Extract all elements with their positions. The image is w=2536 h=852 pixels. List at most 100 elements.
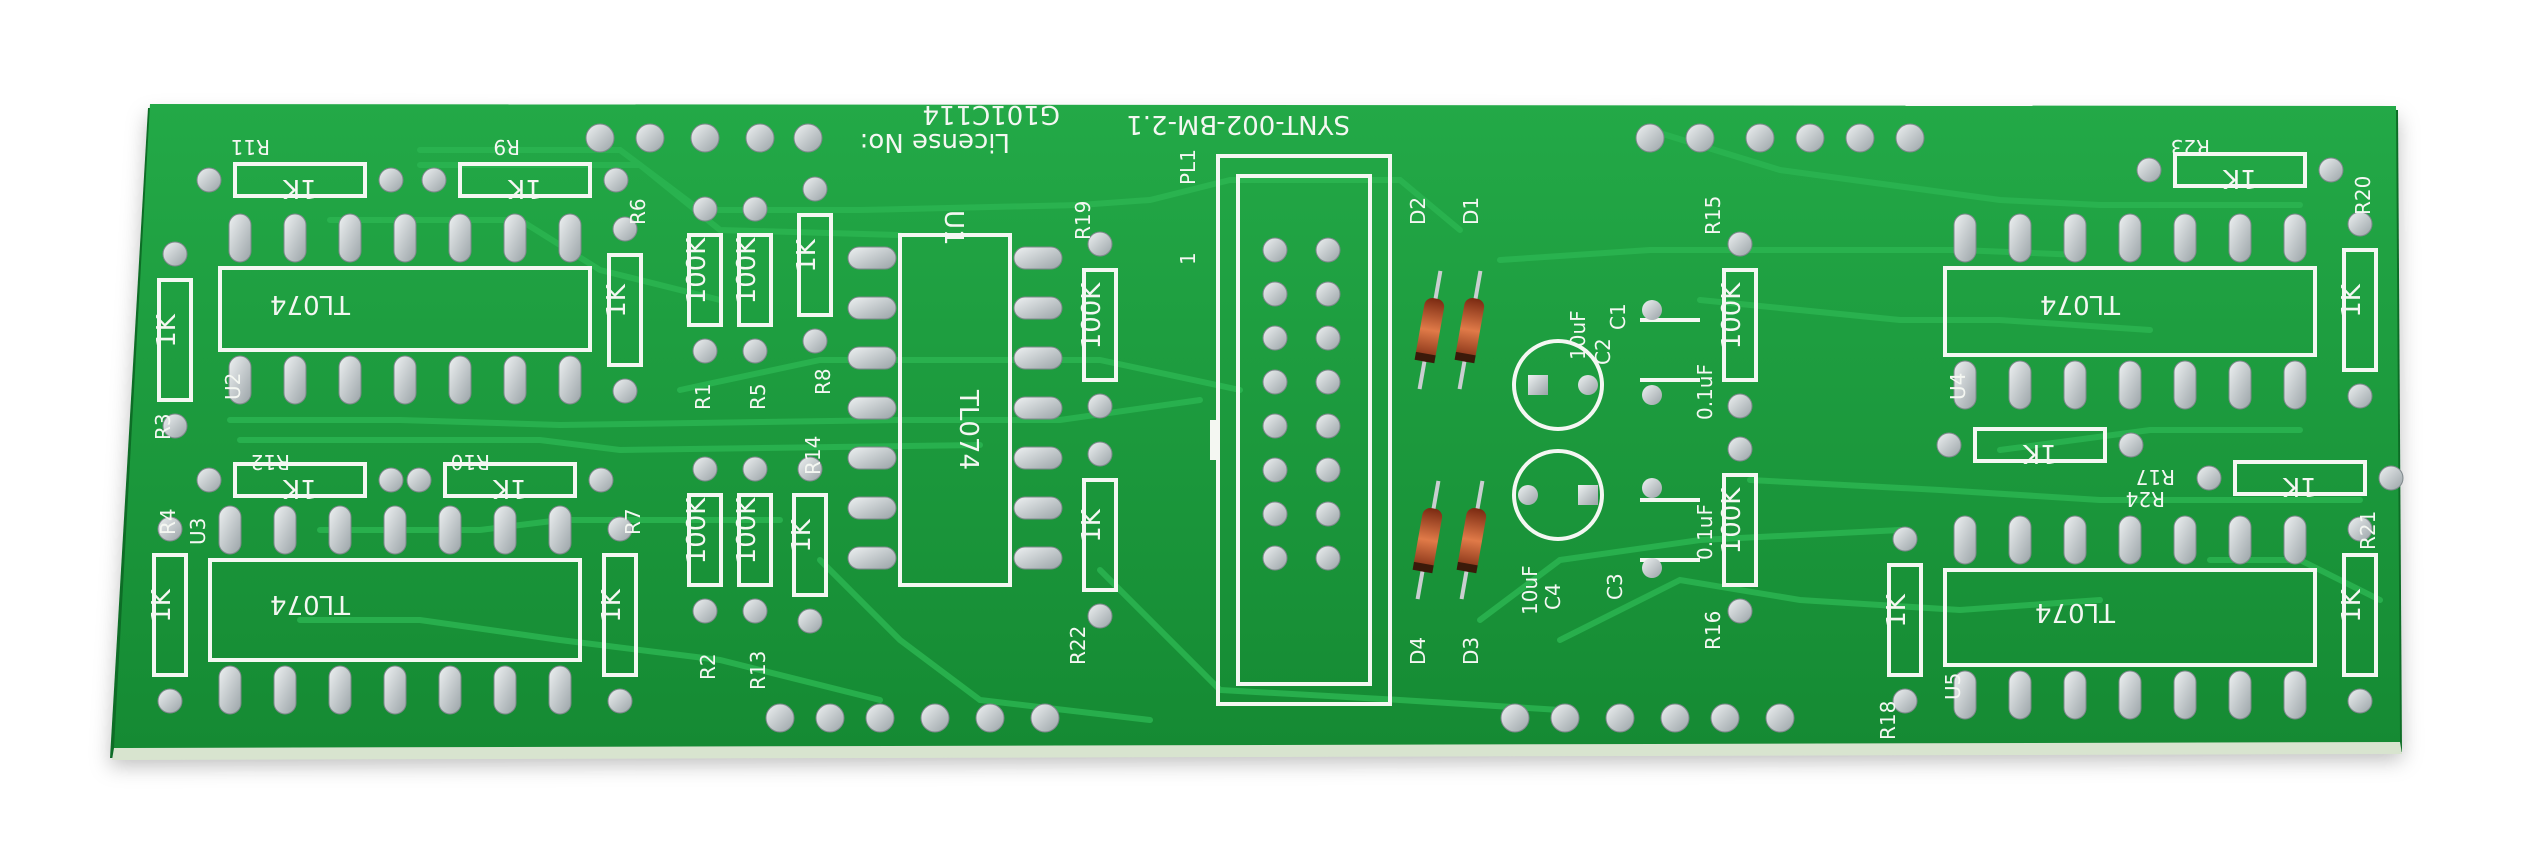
resistor-pad	[607, 688, 633, 714]
resistor-pad	[1936, 432, 1962, 458]
resistor-pad	[692, 456, 718, 482]
resistor-ref: R24	[2126, 487, 2165, 511]
chip-pin	[328, 505, 352, 555]
chip-pin	[847, 546, 897, 570]
chip-pin	[228, 355, 252, 405]
chip-pin	[438, 665, 462, 715]
chip-pin	[2228, 213, 2252, 263]
resistor-value: 1K	[787, 518, 817, 553]
chip-pin	[273, 665, 297, 715]
chip-pin	[1013, 346, 1063, 370]
resistor-pad	[196, 467, 222, 493]
connector-ref: PL1	[1176, 149, 1200, 185]
chip-pin	[1013, 496, 1063, 520]
resistor-value: 100K	[682, 237, 712, 305]
resistor-value: 1K	[147, 588, 177, 623]
chip-pin	[503, 355, 527, 405]
header-pad	[1030, 703, 1060, 733]
c3-value: 0.1uF	[1693, 504, 1717, 560]
resistor-value: 1K	[2282, 471, 2317, 501]
resistor-pad	[2118, 432, 2144, 458]
resistor-pad	[406, 467, 432, 493]
chip-pin	[338, 213, 362, 263]
chip-pin	[1953, 670, 1977, 720]
resistor-value: 1K	[1077, 508, 1107, 543]
header-pad	[793, 123, 823, 153]
resistor-pad	[1892, 526, 1918, 552]
chip-pin	[847, 496, 897, 520]
chip-pin	[2118, 213, 2142, 263]
chip-pin	[1953, 213, 1977, 263]
connector-pin	[1262, 325, 1288, 351]
c2-value: 10uF	[1566, 310, 1590, 360]
resistor-value: 1K	[792, 238, 822, 273]
chip-pin	[283, 355, 307, 405]
resistor-value: 100K	[732, 497, 762, 565]
license-label: License No:	[860, 127, 1010, 157]
resistor-pad	[378, 167, 404, 193]
chip-pin	[273, 505, 297, 555]
resistor-pad	[2318, 157, 2344, 183]
header-pad	[1765, 703, 1795, 733]
resistor-value: 1K	[492, 473, 527, 503]
chip-pin	[503, 213, 527, 263]
resistor-pad	[802, 328, 828, 354]
header-pad	[865, 703, 895, 733]
resistor-pad	[2196, 465, 2222, 491]
resistor-pad	[692, 338, 718, 364]
resistor-ref: R11	[231, 135, 270, 159]
resistor-footprints: 1KR111KR91KR31KR6100KR1100KR51KR81KR121K…	[147, 135, 2404, 740]
c2-ref: C2	[1591, 338, 1615, 365]
resistor-pad	[2136, 157, 2162, 183]
chip-pin	[383, 505, 407, 555]
resistor-pad	[1087, 441, 1113, 467]
resistor-pad	[157, 688, 183, 714]
c1-ref: C1	[1606, 303, 1630, 330]
chip-pin	[2228, 670, 2252, 720]
header-pad	[920, 703, 950, 733]
header-pads	[585, 123, 1925, 733]
resistor-r11: 1K R11	[196, 135, 404, 203]
d3-ref: D3	[1459, 637, 1483, 665]
chip-pin	[393, 355, 417, 405]
chip-pin	[1013, 546, 1063, 570]
resistor-value: 1K	[282, 173, 317, 203]
license-number: G101C114	[922, 99, 1060, 129]
resistor-ref: R18	[1876, 701, 1900, 740]
chip-pin	[2173, 515, 2197, 565]
resistor-pad	[2347, 688, 2373, 714]
resistor-value: 1K	[2337, 283, 2367, 318]
resistor-pad	[588, 467, 614, 493]
connector-pin	[1315, 281, 1341, 307]
resistor-pad	[1727, 393, 1753, 419]
connector-pin	[1262, 501, 1288, 527]
chip-pin	[2063, 515, 2087, 565]
chip-pin	[2118, 360, 2142, 410]
resistor-ref: R15	[1701, 196, 1725, 235]
resistor-pad	[692, 196, 718, 222]
chip-pin	[438, 505, 462, 555]
chip-pin	[548, 505, 572, 555]
chip-pin	[2228, 360, 2252, 410]
chip-pin	[218, 665, 242, 715]
c4-value: 10uF	[1518, 565, 1542, 615]
resistor-ref: R20	[2351, 176, 2375, 215]
silkscreen-headings: SYNT-002-BM-2.1 License No: G101C114	[860, 99, 1350, 157]
chip-pin	[1013, 246, 1063, 270]
chip-pin	[558, 355, 582, 405]
resistor-value: 100K	[1717, 487, 1747, 555]
chip-pin	[847, 346, 897, 370]
resistor-pad	[612, 216, 638, 242]
